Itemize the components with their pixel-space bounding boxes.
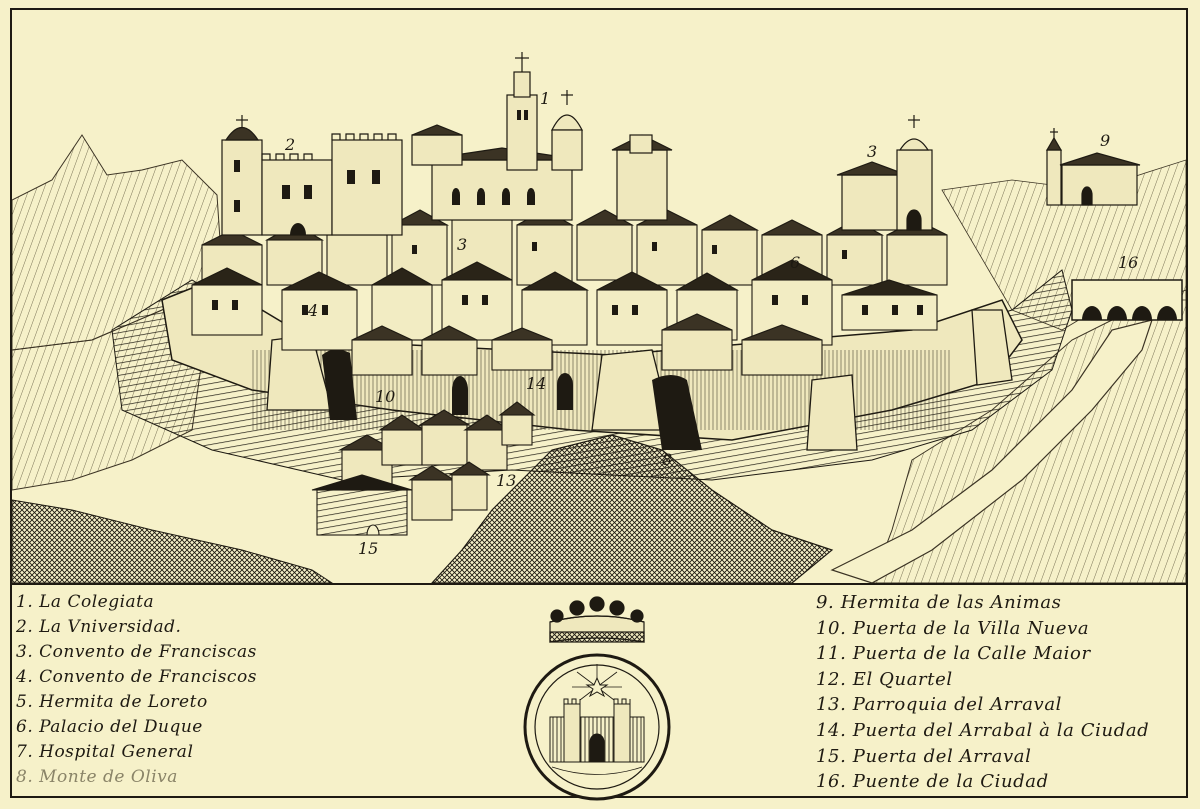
map-label-4: 4 xyxy=(307,301,318,320)
map-label-16: 16 xyxy=(1118,253,1138,272)
legend-item-4: 4. Convento de Franciscos xyxy=(16,667,257,687)
legend-item-3: 3. Convento de Franciscas xyxy=(16,642,257,662)
legend-item-12: 12. El Quartel xyxy=(816,668,953,690)
foreground-hill-left xyxy=(12,499,333,583)
bell-tower xyxy=(611,134,673,221)
city-view-engraving: 1 2 3 3 4 6 8 9 10 13 14 15 16 xyxy=(12,10,1186,583)
bridge xyxy=(1071,279,1183,321)
legend-left: 1. La Colegiata 2. La Vniversidad. 3. Co… xyxy=(16,590,336,790)
legend-item-8: 8. Monte de Oliva xyxy=(16,767,178,787)
map-label-8: 8 xyxy=(662,450,672,469)
legend-item-6: 6. Palacio del Duque xyxy=(16,717,203,737)
legend-item-5: 5. Hermita de Loreto xyxy=(16,692,208,712)
shield-icon xyxy=(523,653,671,801)
universidad-building xyxy=(221,115,403,236)
houses xyxy=(191,204,948,376)
map-label-6: 6 xyxy=(790,253,800,272)
legend-item-7: 7. Hospital General xyxy=(16,742,194,762)
coat-of-arms xyxy=(523,596,671,801)
colegiata-church xyxy=(411,52,583,221)
map-label-10: 10 xyxy=(375,387,395,406)
legend-item-14: 14. Puerta del Arrabal à la Ciudad xyxy=(816,719,1150,741)
map-label-14: 14 xyxy=(526,374,546,393)
legend-item-1: 1. La Colegiata xyxy=(16,592,155,612)
map-label-3a: 3 xyxy=(867,142,877,161)
hermita-animas xyxy=(1045,128,1141,206)
legend-item-10: 10. Puerta de la Villa Nueva xyxy=(816,617,1090,639)
map-label-13: 13 xyxy=(496,471,516,490)
legend-item-15: 15. Puerta del Arraval xyxy=(816,745,1032,767)
legend-item-11: 11. Puerta de la Calle Maior xyxy=(816,643,1091,665)
map-label-3b: 3 xyxy=(457,235,467,254)
legend-divider xyxy=(12,583,1186,585)
map-label-2: 2 xyxy=(284,135,295,154)
legend-item-9: 9. Hermita de las Animas xyxy=(816,592,1062,613)
legend-item-16: 16. Puente de la Ciudad xyxy=(816,771,1049,793)
legend-right: 9. Hermita de las Animas 10. Puerta de l… xyxy=(816,590,1181,795)
crown-icon xyxy=(549,596,645,643)
wall-towers xyxy=(266,309,1013,451)
legend-item-13: 13. Parroquia del Arraval xyxy=(816,694,1063,716)
map-label-9: 9 xyxy=(1100,131,1110,150)
arrabal-houses xyxy=(311,401,536,536)
gates xyxy=(322,349,702,450)
road xyxy=(830,319,1153,583)
map-label-15: 15 xyxy=(358,539,378,558)
legend-item-2: 2. La Vniversidad. xyxy=(16,617,182,637)
map-label-1: 1 xyxy=(540,89,550,108)
convento-franciscas xyxy=(836,115,933,231)
